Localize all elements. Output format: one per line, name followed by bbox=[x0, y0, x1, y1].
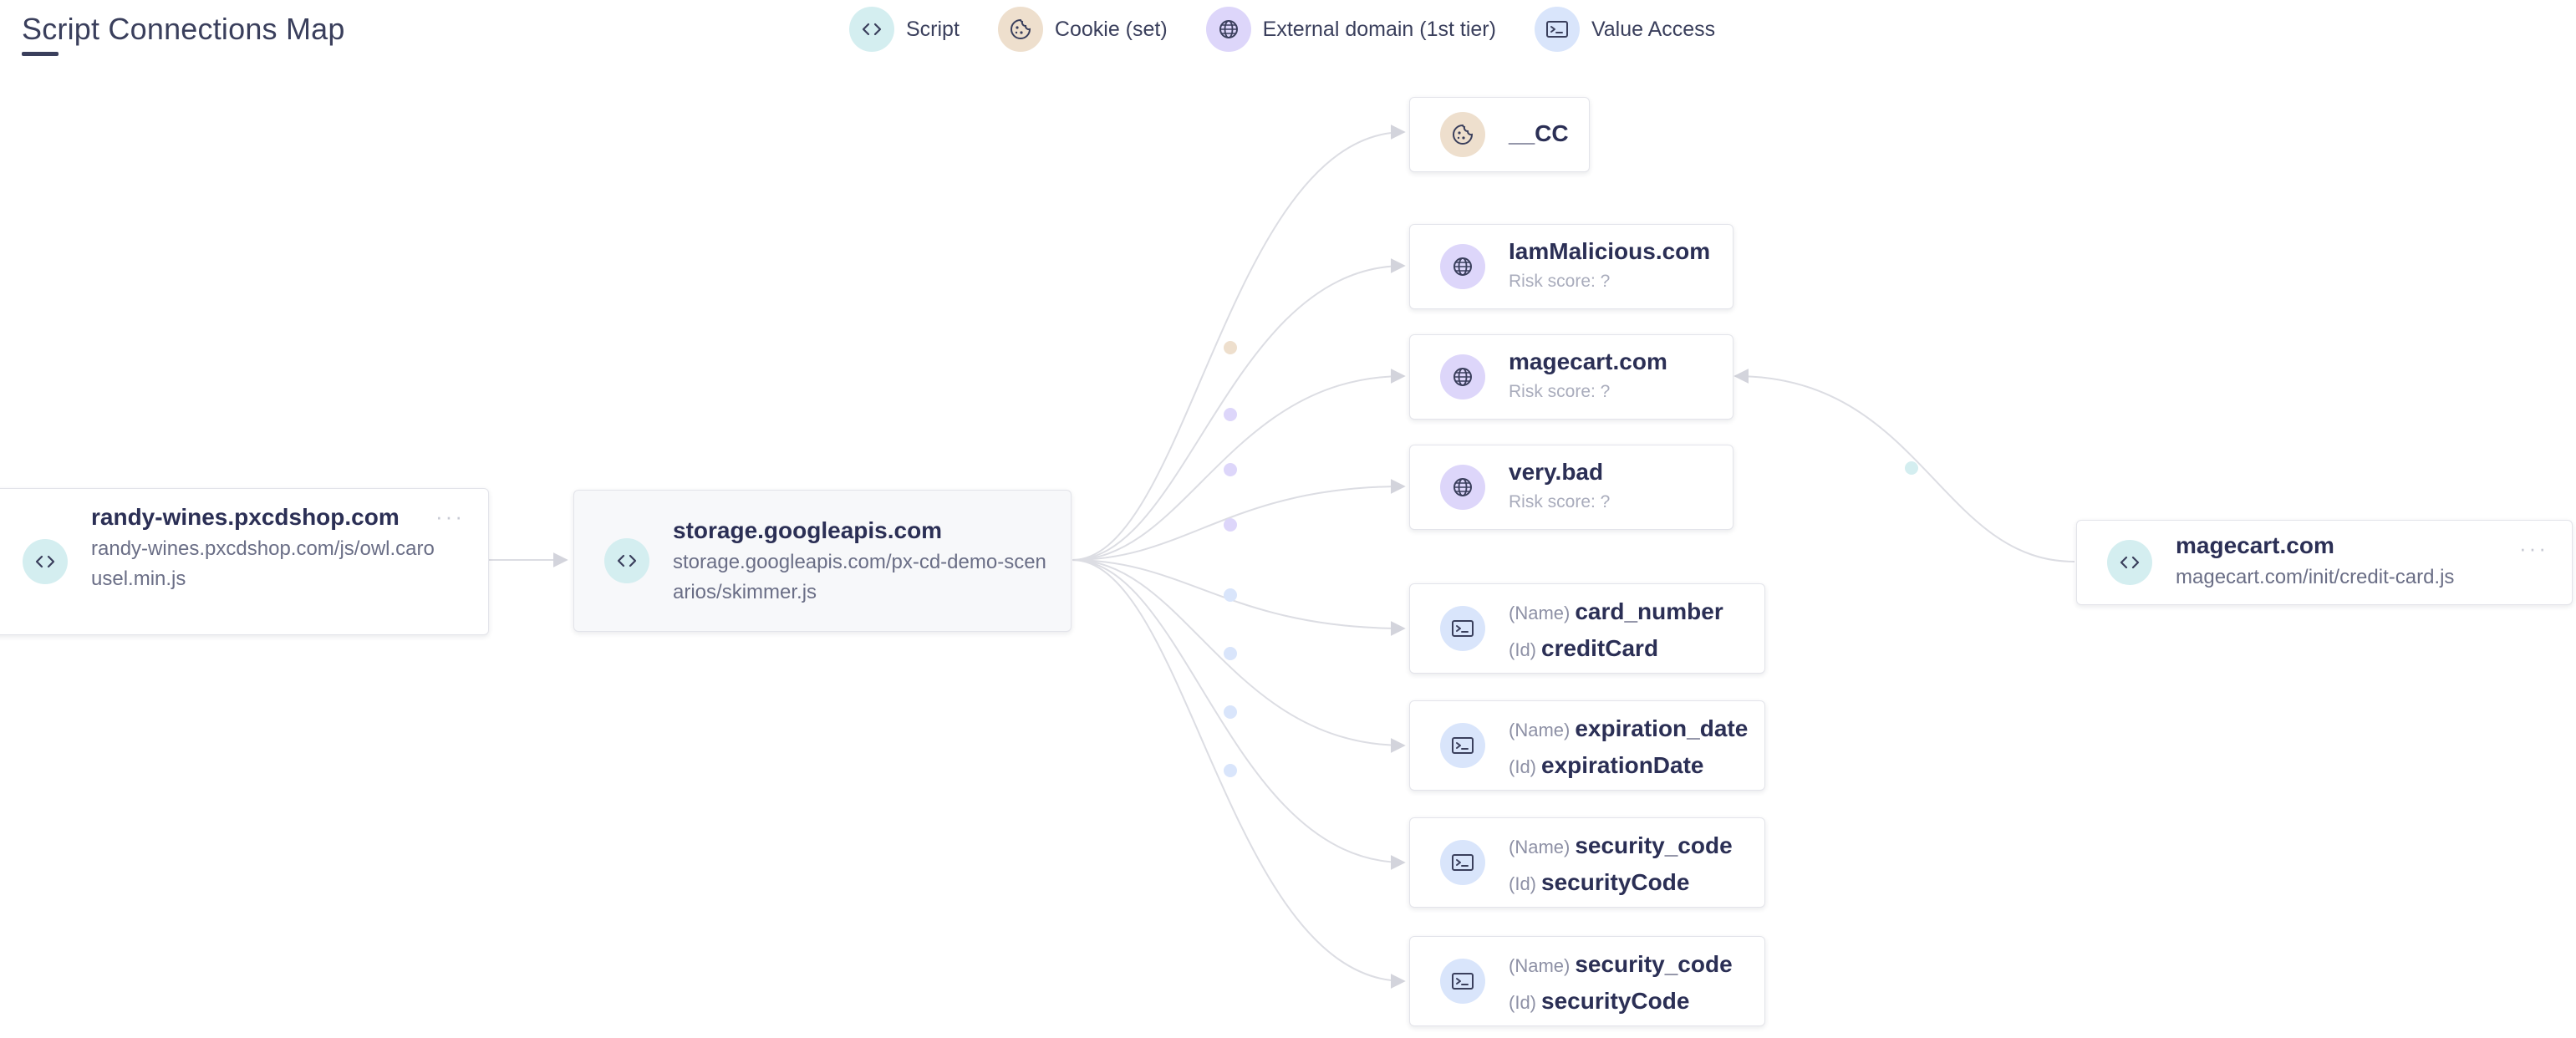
risk-score: Risk score: ? bbox=[1509, 492, 1611, 511]
globe-icon bbox=[1440, 465, 1485, 510]
edge-to-value-4 bbox=[1072, 559, 1406, 989]
globe-icon bbox=[1205, 7, 1251, 52]
value-name: (Name)security_code bbox=[1509, 832, 1733, 858]
input-field-icon bbox=[1440, 723, 1485, 768]
cookie-icon bbox=[997, 7, 1043, 52]
value-id: (Id)creditCard bbox=[1509, 635, 1659, 661]
edge-dot-value bbox=[1224, 588, 1237, 602]
legend-item-value: Value Access bbox=[1534, 7, 1716, 52]
more-options-icon[interactable]: ··· bbox=[435, 504, 465, 529]
edge-dot-domain bbox=[1224, 518, 1237, 532]
globe-icon bbox=[1440, 244, 1485, 289]
edge-to-cookie bbox=[1072, 125, 1406, 561]
edge-right-script-to-domain-2 bbox=[1733, 369, 2075, 562]
value-id: (Id)expirationDate bbox=[1509, 752, 1704, 778]
node-subtitle: magecart.com/init/credit-card.js bbox=[2176, 566, 2455, 588]
node-title: IamMalicious.com bbox=[1509, 238, 1711, 264]
edge-to-value-3 bbox=[1072, 559, 1406, 870]
domain-node-very-bad[interactable]: very.bad Risk score: ? bbox=[1409, 445, 1733, 530]
value-access-node[interactable]: (Name)security_code (Id)securityCode bbox=[1409, 936, 1765, 1026]
code-icon bbox=[23, 539, 68, 584]
node-subtitle: storage.googleapis.com/px-cd-demo-scenar… bbox=[673, 551, 1046, 603]
value-id: (Id)securityCode bbox=[1509, 988, 1690, 1014]
value-name: (Name)security_code bbox=[1509, 951, 1733, 977]
edge-to-value-2 bbox=[1072, 559, 1406, 753]
legend-label: Script bbox=[906, 17, 960, 41]
legend-item-script: Script bbox=[849, 7, 960, 52]
value-access-node[interactable]: (Name)expiration_date (Id)expirationDate bbox=[1409, 700, 1765, 791]
node-title: magecart.com bbox=[1509, 349, 1667, 374]
value-access-node[interactable]: (Name)security_code (Id)securityCode bbox=[1409, 817, 1765, 908]
input-field-icon bbox=[1440, 606, 1485, 651]
legend-label: External domain (1st tier) bbox=[1262, 17, 1496, 41]
more-options-icon[interactable]: ··· bbox=[2519, 536, 2548, 561]
legend-label: Cookie (set) bbox=[1054, 17, 1168, 41]
node-title: __CC bbox=[1509, 120, 1569, 146]
node-title: randy-wines.pxcdshop.com bbox=[91, 504, 400, 530]
value-name: (Name)expiration_date bbox=[1509, 715, 1749, 741]
value-id: (Id)securityCode bbox=[1509, 869, 1690, 895]
node-title: very.bad bbox=[1509, 459, 1604, 485]
code-icon bbox=[2107, 540, 2152, 585]
edge-dot-value bbox=[1224, 705, 1237, 719]
domain-node-magecart[interactable]: magecart.com Risk score: ? bbox=[1409, 334, 1733, 420]
edge-to-domain-2 bbox=[1072, 369, 1406, 561]
risk-score: Risk score: ? bbox=[1509, 272, 1611, 291]
input-field-icon bbox=[1534, 7, 1580, 52]
edge-to-domain-3 bbox=[1072, 479, 1406, 561]
legend-item-cookie: Cookie (set) bbox=[997, 7, 1168, 52]
risk-score: Risk score: ? bbox=[1509, 382, 1611, 401]
edge-to-domain-1 bbox=[1072, 258, 1406, 561]
node-title: magecart.com bbox=[2176, 532, 2334, 558]
legend: Script Cookie (set) External domain (1st… bbox=[849, 7, 1754, 52]
edge-dot-cookie bbox=[1224, 341, 1237, 354]
edge-dot-script bbox=[1905, 461, 1918, 475]
edge-dot-value bbox=[1224, 647, 1237, 660]
edge-dot-value bbox=[1224, 764, 1237, 777]
legend-label: Value Access bbox=[1591, 17, 1716, 41]
node-title: storage.googleapis.com bbox=[673, 517, 943, 543]
value-access-node[interactable]: (Name)card_number (Id)creditCard bbox=[1409, 583, 1765, 674]
cookie-icon bbox=[1440, 112, 1485, 157]
code-icon bbox=[604, 538, 649, 583]
value-name: (Name)card_number bbox=[1509, 598, 1723, 624]
code-icon bbox=[849, 7, 894, 52]
node-subtitle: randy-wines.pxcdshop.com/js/owl.carousel… bbox=[91, 537, 435, 590]
edge-dot-domain bbox=[1224, 463, 1237, 476]
input-field-icon bbox=[1440, 959, 1485, 1004]
edge-to-value-1 bbox=[1072, 559, 1406, 636]
legend-item-domain: External domain (1st tier) bbox=[1205, 7, 1496, 52]
edge-dot-domain bbox=[1224, 408, 1237, 421]
globe-icon bbox=[1440, 354, 1485, 399]
page-title: Script Connections Map bbox=[22, 12, 345, 46]
cookie-node[interactable]: __CC bbox=[1409, 97, 1590, 172]
script-node-center[interactable]: storage.googleapis.com storage.googleapi… bbox=[573, 490, 1072, 632]
title-underline bbox=[22, 52, 59, 56]
script-node-source[interactable]: randy-wines.pxcdshop.com randy-wines.pxc… bbox=[0, 488, 489, 635]
domain-node-iammalicious[interactable]: IamMalicious.com Risk score: ? bbox=[1409, 224, 1733, 309]
script-node-magecart[interactable]: magecart.com magecart.com/init/credit-ca… bbox=[2076, 520, 2573, 605]
input-field-icon bbox=[1440, 840, 1485, 885]
